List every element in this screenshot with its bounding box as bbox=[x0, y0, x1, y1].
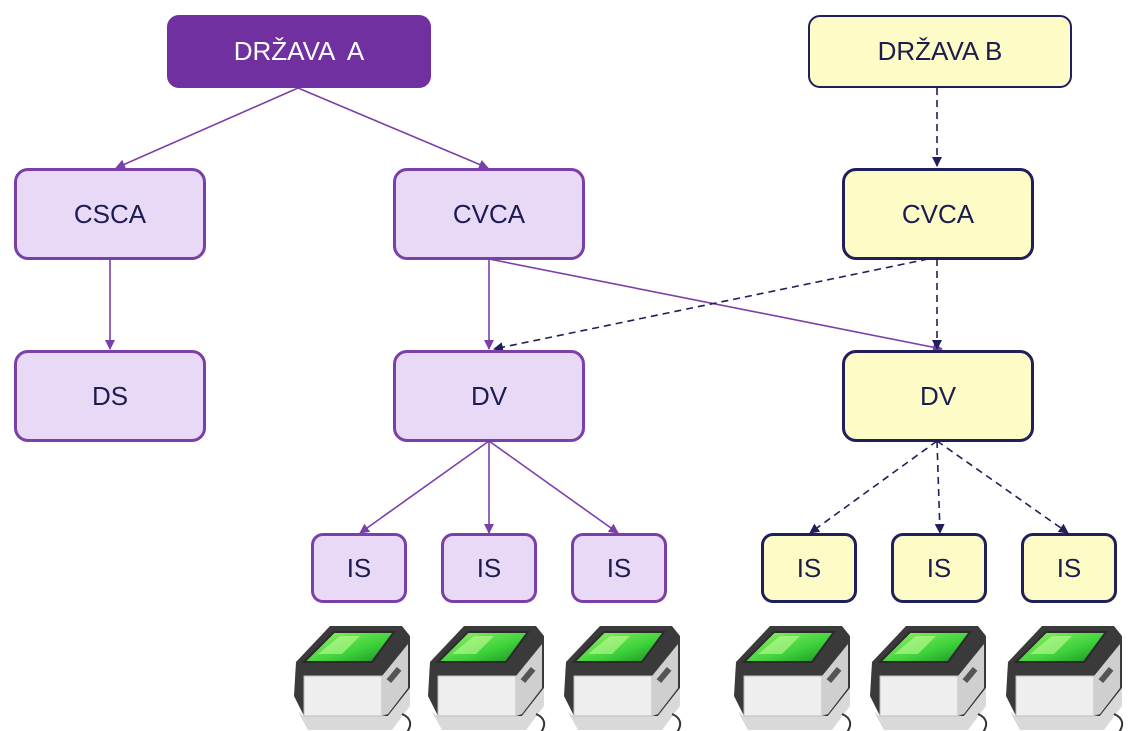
node-is-b-1: IS bbox=[761, 533, 857, 603]
node-is-a-1-label: IS bbox=[346, 552, 372, 583]
fingerprint-scanner-icon bbox=[869, 625, 988, 731]
arrow-dv-b-to-is-3 bbox=[936, 440, 1069, 534]
fingerprint-scanner-icon bbox=[1005, 625, 1124, 731]
node-drzava-a-label: DRŽAVA A bbox=[233, 36, 365, 66]
fingerprint-scanner-icon bbox=[563, 625, 682, 731]
node-cvca-a-label: CVCA bbox=[452, 198, 526, 229]
scanners-state-b bbox=[733, 625, 1124, 731]
node-is-b-2: IS bbox=[891, 533, 987, 603]
fingerprint-scanner-icon bbox=[427, 625, 546, 731]
node-dv-b-label: DV bbox=[919, 380, 957, 411]
fingerprint-scanner-icon bbox=[293, 625, 412, 731]
node-is-b-2-label: IS bbox=[926, 552, 952, 583]
node-ds-label: DS bbox=[91, 380, 129, 411]
node-is-b-1-label: IS bbox=[796, 552, 822, 583]
node-ds: DS bbox=[14, 350, 206, 442]
node-is-a-3: IS bbox=[571, 533, 667, 603]
node-dv-b: DV bbox=[842, 350, 1034, 442]
node-is-a-3-label: IS bbox=[606, 552, 632, 583]
arrow-dv-b-to-is-1 bbox=[809, 440, 938, 534]
node-csca-label: CSCA bbox=[73, 198, 147, 229]
node-drzava-a: DRŽAVA A bbox=[167, 15, 431, 88]
node-is-a-1: IS bbox=[311, 533, 407, 603]
arrow-dv-b-to-is-2 bbox=[934, 440, 945, 534]
node-drzava-b: DRŽAVA B bbox=[808, 15, 1072, 88]
node-cvca-a: CVCA bbox=[393, 168, 585, 260]
node-csca: CSCA bbox=[14, 168, 206, 260]
state-a-connectors bbox=[105, 87, 943, 534]
node-is-a-2: IS bbox=[441, 533, 537, 603]
arrow-cvca-b-to-dv-a bbox=[493, 258, 929, 353]
node-is-b-3-label: IS bbox=[1056, 552, 1082, 583]
node-drzava-b-label: DRŽAVA B bbox=[877, 36, 1003, 66]
node-cvca-b-label: CVCA bbox=[901, 198, 975, 229]
node-cvca-b: CVCA bbox=[842, 168, 1034, 260]
arrow-cvca-a-to-dv-b bbox=[488, 258, 943, 353]
arrow-dv-a-to-is-1 bbox=[359, 440, 490, 534]
node-dv-a-label: DV bbox=[470, 380, 508, 411]
node-dv-a: DV bbox=[393, 350, 585, 442]
scanners-state-a bbox=[293, 625, 682, 731]
state-b-connectors bbox=[493, 88, 1069, 534]
arrow-drzava-a-to-cvca-a bbox=[297, 87, 489, 170]
node-is-a-2-label: IS bbox=[476, 552, 502, 583]
arrow-drzava-a-to-csca bbox=[115, 87, 299, 169]
fingerprint-scanner-icon bbox=[733, 625, 852, 731]
node-is-b-3: IS bbox=[1021, 533, 1117, 603]
arrow-dv-a-to-is-3 bbox=[488, 440, 619, 534]
